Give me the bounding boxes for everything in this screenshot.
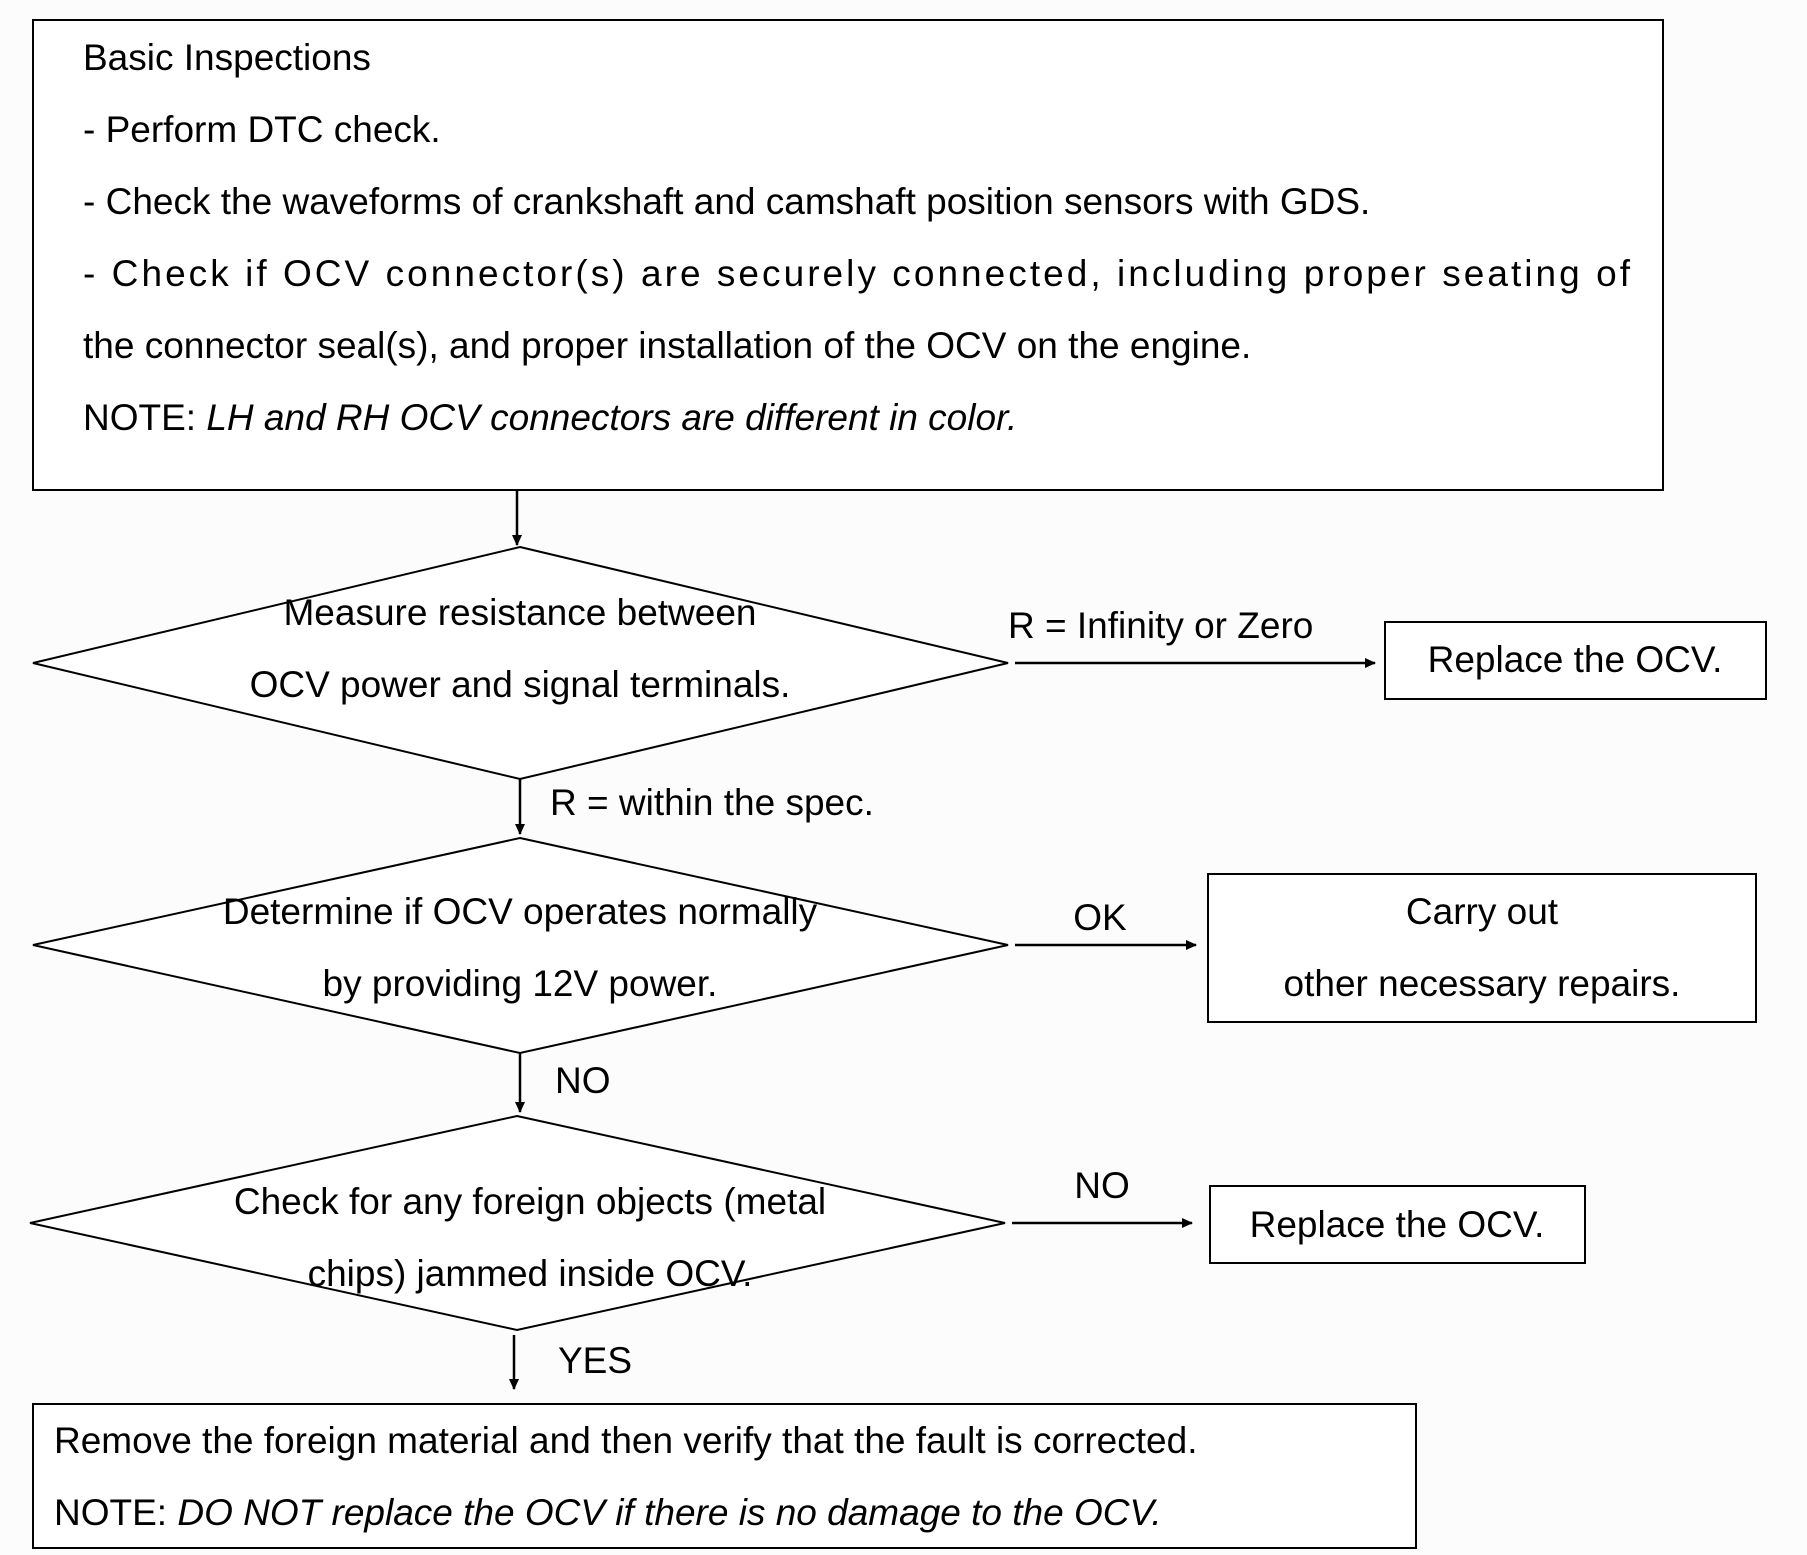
final-action-note: NOTE: DO NOT replace the OCV if there is…: [54, 1492, 1162, 1533]
final-action-box: [32, 1403, 1417, 1549]
branch-label-no: NO: [555, 1060, 611, 1101]
decision-foreign-objects: [29, 1114, 1006, 1332]
result-other-repairs-line: other necessary repairs.: [1284, 963, 1681, 1004]
decision-resistance-line: Measure resistance between: [283, 592, 756, 633]
inspection-title: Basic Inspections: [83, 37, 371, 78]
decision-foreign-line: chips) jammed inside OCV.: [308, 1253, 753, 1294]
decision-operate-line: Determine if OCV operates normally: [223, 891, 818, 932]
branch-label-yes: YES: [558, 1340, 632, 1381]
inspection-item: - Perform DTC check.: [83, 109, 441, 150]
decision-operate: [32, 836, 1009, 1055]
inspection-item: - Check if OCV connector(s) are securely…: [83, 253, 1631, 294]
decision-resistance: [32, 545, 1009, 781]
branch-label-no: NO: [1074, 1165, 1130, 1206]
decision-resistance-line: OCV power and signal terminals.: [250, 664, 791, 705]
final-action-text: Remove the foreign material and then ver…: [54, 1420, 1197, 1461]
branch-label-within-spec: R = within the spec.: [550, 782, 874, 823]
result-replace-ocv-1: [1384, 621, 1767, 700]
inspection-item: the connector seal(s), and proper instal…: [83, 325, 1251, 366]
branch-label-ok: OK: [1073, 897, 1127, 938]
branch-label-infinity-zero: R = Infinity or Zero: [1008, 605, 1313, 646]
result-replace-ocv-1-text: Replace the OCV.: [1428, 639, 1723, 680]
decision-operate-line: by providing 12V power.: [323, 963, 718, 1004]
inspection-item: - Check the waveforms of crankshaft and …: [83, 181, 1370, 222]
result-replace-ocv-2-text: Replace the OCV.: [1250, 1204, 1545, 1245]
result-other-repairs-line: Carry out: [1406, 891, 1559, 932]
result-replace-ocv-2: [1209, 1185, 1586, 1264]
decision-foreign-line: Check for any foreign objects (metal: [234, 1181, 826, 1222]
note-text: LH and RH OCV connectors are different i…: [206, 397, 1017, 438]
inspection-box: [32, 19, 1664, 491]
note-text: DO NOT replace the OCV if there is no da…: [177, 1492, 1161, 1533]
note-label: NOTE:: [54, 1492, 177, 1533]
result-other-repairs: [1207, 873, 1757, 1023]
inspection-note: NOTE: LH and RH OCV connectors are diffe…: [83, 397, 1017, 438]
note-label: NOTE:: [83, 397, 206, 438]
